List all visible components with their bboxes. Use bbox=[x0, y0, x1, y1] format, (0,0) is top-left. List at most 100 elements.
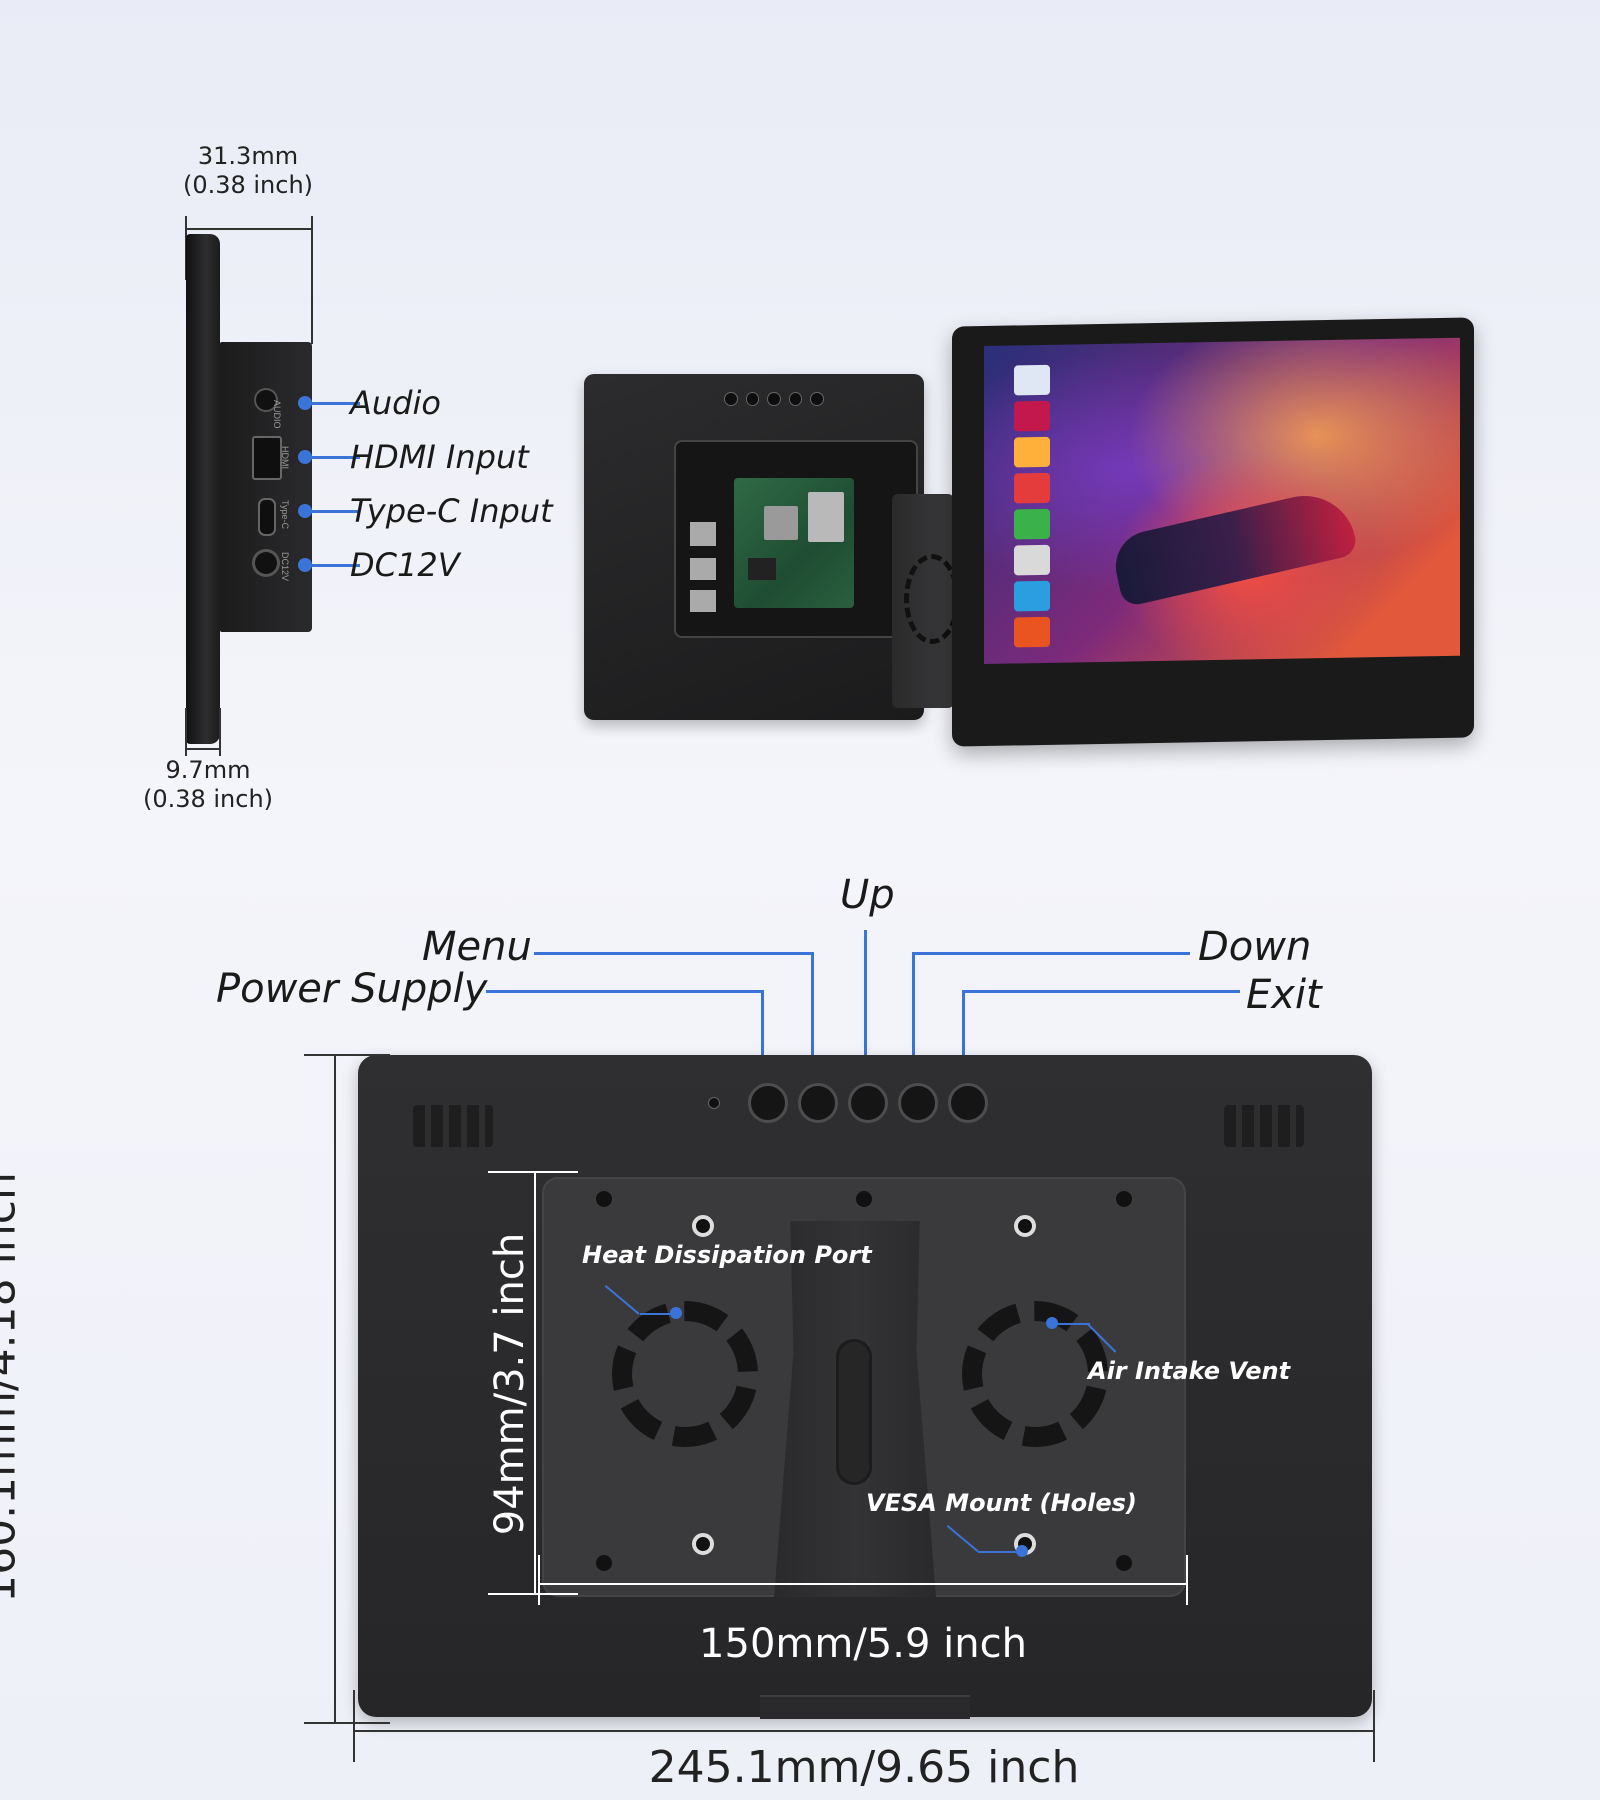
screw-icon bbox=[1116, 1191, 1132, 1207]
vesa-width-tick-right bbox=[1186, 1555, 1188, 1605]
port-label-audio: Audio bbox=[350, 384, 441, 422]
menu-button[interactable] bbox=[798, 1083, 838, 1123]
side-top-dim-line bbox=[185, 228, 313, 230]
port-print-typec: Type-C bbox=[280, 500, 290, 530]
label-exit: Exit bbox=[1246, 972, 1322, 1018]
speaker-grille-left-icon bbox=[413, 1105, 493, 1147]
screw-icon bbox=[1116, 1555, 1132, 1571]
app-icon bbox=[1014, 472, 1050, 504]
total-height-line bbox=[334, 1054, 336, 1724]
screw-icon bbox=[596, 1555, 612, 1571]
vesa-dot bbox=[1016, 1545, 1028, 1557]
heat-dissipation-fan-icon bbox=[612, 1301, 758, 1447]
rear-case bbox=[584, 374, 924, 720]
heat-port-dot bbox=[670, 1307, 682, 1319]
hdmi-callout-line bbox=[304, 456, 360, 459]
side-top-mm: 31.3mm bbox=[197, 142, 299, 170]
total-height-tick-top bbox=[304, 1054, 390, 1056]
power-callout-line-h bbox=[486, 990, 764, 993]
side-bottom-dim-line bbox=[185, 748, 221, 750]
side-bottom-dim-tick-left bbox=[185, 708, 187, 756]
dc-jack-icon bbox=[255, 552, 277, 574]
port-label-dc: DC12V bbox=[350, 546, 460, 584]
label-up: Up bbox=[840, 872, 895, 918]
ubuntu-app-icon bbox=[1014, 616, 1050, 648]
rear-module-panel bbox=[542, 1177, 1186, 1597]
audio-callout-line bbox=[304, 402, 360, 405]
up-callout-line bbox=[864, 930, 867, 1070]
vesa-height-line bbox=[534, 1171, 536, 1595]
total-width-tick-right bbox=[1373, 1690, 1375, 1762]
menu-callout-line-h bbox=[534, 952, 814, 955]
app-icon bbox=[1014, 544, 1050, 576]
side-bottom-inch: (0.38 inch) bbox=[142, 784, 274, 813]
total-width-label: 245.1mm/9.65 inch bbox=[648, 1742, 1080, 1793]
total-height-tick-bottom bbox=[304, 1722, 390, 1724]
side-bottom-mm: 9.7mm bbox=[165, 756, 251, 784]
vesa-height-tick-top bbox=[488, 1171, 578, 1173]
down-button[interactable] bbox=[898, 1083, 938, 1123]
app-icon bbox=[1014, 364, 1050, 396]
vesa-width-line bbox=[538, 1583, 1188, 1585]
mounted-board-case bbox=[674, 440, 918, 638]
raspberry-app-icon bbox=[1014, 400, 1050, 432]
vesa-height-label: 94mm/3.7 inch bbox=[487, 1232, 533, 1536]
screw-icon bbox=[596, 1191, 612, 1207]
exit-callout-line-h bbox=[962, 990, 1240, 993]
exit-button[interactable] bbox=[948, 1083, 988, 1123]
screw-icon bbox=[856, 1191, 872, 1207]
vesa-width-tick-left bbox=[538, 1555, 540, 1605]
fan-side-plate bbox=[892, 494, 960, 708]
port-print-audio: AUDIO bbox=[272, 400, 282, 429]
port-label-hdmi: HDMI Input bbox=[350, 438, 529, 476]
side-view-body bbox=[186, 234, 220, 744]
label-heat-port: Heat Dissipation Port bbox=[582, 1241, 872, 1269]
device-back-panel: Heat Dissipation Port Air Intake Vent VE… bbox=[358, 1055, 1372, 1719]
side-bottom-dimension: 9.7mm (0.38 inch) bbox=[128, 756, 288, 814]
side-top-inch: (0.38 inch) bbox=[182, 170, 314, 199]
total-width-tick-left bbox=[353, 1690, 355, 1762]
circuit-board bbox=[734, 478, 854, 608]
power-button[interactable] bbox=[748, 1083, 788, 1123]
type-c-port-icon bbox=[258, 498, 276, 536]
side-top-dimension: 31.3mm (0.38 inch) bbox=[168, 142, 328, 200]
vesa-hole-icon bbox=[1014, 1215, 1036, 1237]
indicator-led-icon bbox=[708, 1097, 720, 1109]
display-screen bbox=[984, 337, 1460, 664]
port-print-hdmi: HDMI bbox=[280, 446, 290, 469]
side-view-port-block: AUDIO HDMI Type-C DC12V bbox=[220, 342, 312, 632]
kodi-app-icon bbox=[1014, 580, 1050, 612]
down-callout-line-h bbox=[912, 952, 1190, 955]
down-callout-line-v bbox=[912, 952, 915, 1070]
label-down: Down bbox=[1198, 924, 1312, 970]
windows-app-icon bbox=[1014, 508, 1050, 540]
total-height-label: 160.1mm/4.18 inch bbox=[0, 1172, 26, 1603]
front-display bbox=[952, 317, 1474, 747]
dc-callout-line bbox=[304, 564, 360, 567]
label-menu: Menu bbox=[422, 924, 532, 970]
typec-callout-line bbox=[304, 510, 360, 513]
vesa-line-2 bbox=[978, 1551, 1022, 1553]
power-callout-line-v bbox=[761, 990, 764, 1070]
side-top-dim-tick-right bbox=[311, 216, 313, 344]
audio-jack-icon bbox=[256, 390, 276, 410]
rear-case-buttons bbox=[724, 392, 824, 406]
label-power: Power Supply bbox=[216, 966, 488, 1012]
air-intake-dot bbox=[1046, 1317, 1058, 1329]
hdmi-port-icon bbox=[252, 436, 282, 480]
label-air-intake: Air Intake Vent bbox=[1088, 1357, 1291, 1385]
vesa-hole-icon bbox=[692, 1215, 714, 1237]
port-print-dc: DC12V bbox=[280, 552, 290, 582]
vesa-height-tick-bottom bbox=[488, 1593, 578, 1595]
stand-slot bbox=[836, 1339, 872, 1485]
exit-callout-line-v bbox=[962, 990, 965, 1070]
app-icon-column bbox=[1014, 364, 1054, 656]
up-button[interactable] bbox=[848, 1083, 888, 1123]
label-vesa: VESA Mount (Holes) bbox=[866, 1489, 1137, 1517]
vesa-width-label: 150mm/5.9 inch bbox=[699, 1621, 1027, 1667]
speaker-grille-right-icon bbox=[1224, 1105, 1304, 1147]
stand-bracket bbox=[774, 1221, 936, 1597]
air-intake-line-1 bbox=[1054, 1323, 1090, 1325]
total-width-line bbox=[353, 1730, 1375, 1732]
